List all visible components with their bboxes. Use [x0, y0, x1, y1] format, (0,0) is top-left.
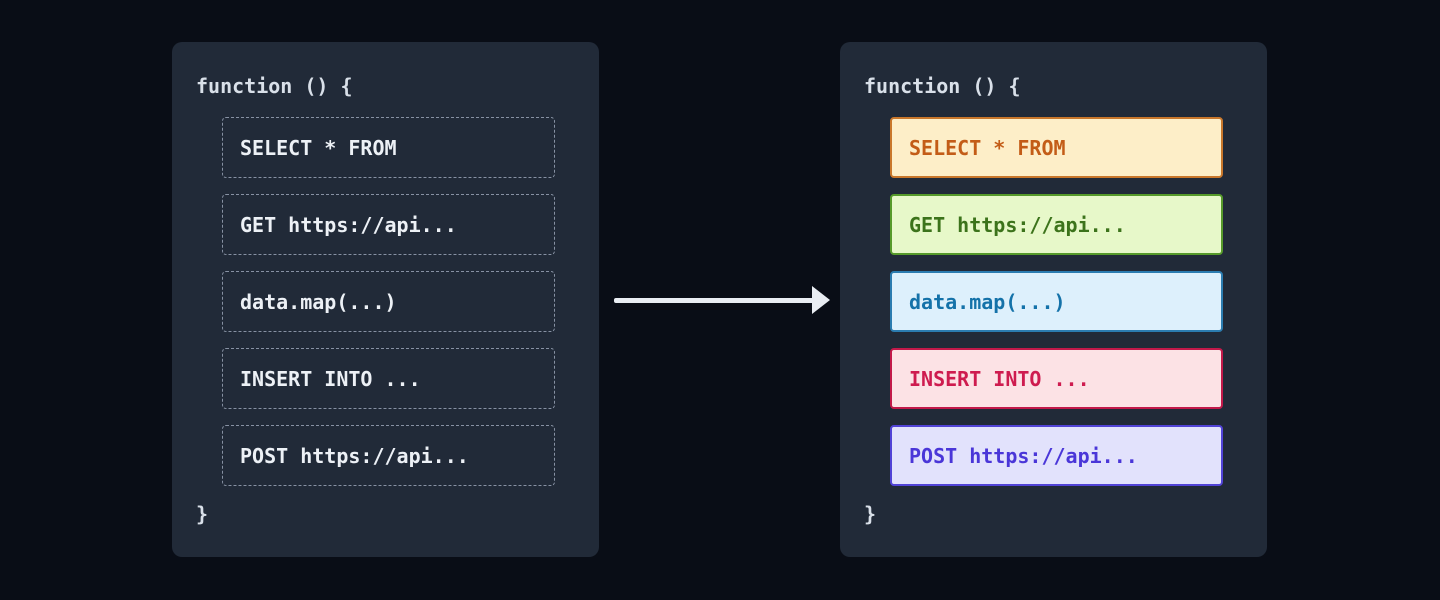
function-close-line: } — [864, 502, 877, 526]
source-code-panel: function () { SELECT * FROM GET https://… — [172, 42, 599, 557]
code-snippet-box-highlighted: SELECT * FROM — [890, 117, 1223, 178]
snippet-list: SELECT * FROM GET https://api... data.ma… — [890, 117, 1223, 486]
code-snippet-box-highlighted: data.map(...) — [890, 271, 1223, 332]
code-snippet-box: SELECT * FROM — [222, 117, 555, 178]
code-snippet-box: INSERT INTO ... — [222, 348, 555, 409]
function-close-line: } — [196, 502, 209, 526]
snippet-list: SELECT * FROM GET https://api... data.ma… — [222, 117, 555, 486]
code-snippet-box-highlighted: POST https://api... — [890, 425, 1223, 486]
code-snippet-box-highlighted: GET https://api... — [890, 194, 1223, 255]
code-snippet-box-highlighted: INSERT INTO ... — [890, 348, 1223, 409]
code-snippet-box: POST https://api... — [222, 425, 555, 486]
code-snippet-box: data.map(...) — [222, 271, 555, 332]
arrow-right-icon — [614, 286, 830, 315]
function-open-line: function () { — [196, 74, 353, 98]
code-snippet-box: GET https://api... — [222, 194, 555, 255]
highlighted-code-panel: function () { SELECT * FROM GET https://… — [840, 42, 1267, 557]
arrow-shaft — [614, 298, 814, 303]
arrow-head — [812, 286, 830, 314]
function-open-line: function () { — [864, 74, 1021, 98]
